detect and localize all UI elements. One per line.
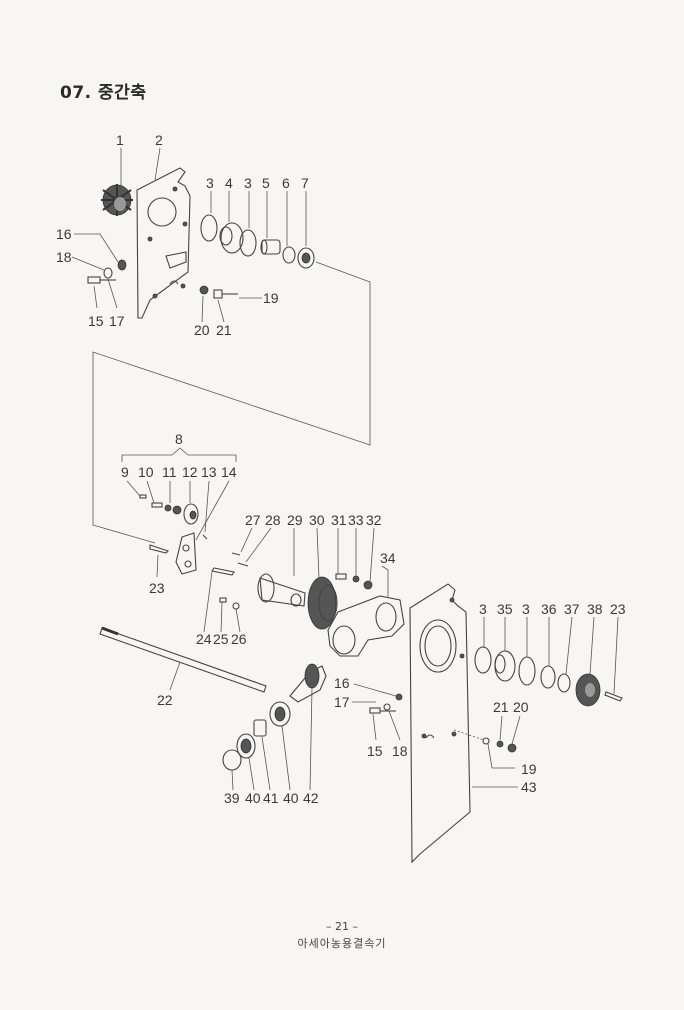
label-part-28: 28 xyxy=(265,512,281,528)
parts-35-38 xyxy=(474,646,623,707)
leader-lines-right xyxy=(352,616,619,788)
label-part-3c: 3 xyxy=(479,601,487,617)
label-part-39: 39 xyxy=(224,790,240,806)
label-part-3d: 3 xyxy=(522,601,530,617)
parts-24-33 xyxy=(211,552,405,657)
bearing-stack-upper xyxy=(200,214,315,269)
label-part-1: 1 xyxy=(116,132,124,148)
label-part-30: 30 xyxy=(309,512,325,528)
label-part-12: 12 xyxy=(182,464,198,480)
part-number-labels: 1 2 3 4 3 5 6 7 16 18 15 17 20 21 19 8 9… xyxy=(56,132,626,806)
label-part-32: 32 xyxy=(366,512,382,528)
leader-lines-middle xyxy=(126,480,230,578)
label-part-35: 35 xyxy=(497,601,513,617)
label-part-40b: 40 xyxy=(283,790,299,806)
part-2-plate xyxy=(136,167,191,319)
label-part-11: 11 xyxy=(162,464,177,480)
label-part-42: 42 xyxy=(303,790,319,806)
label-part-23a: 23 xyxy=(149,580,165,596)
label-part-25: 25 xyxy=(213,631,229,647)
part-22-shaft xyxy=(99,626,267,693)
label-part-17b: 17 xyxy=(334,694,350,710)
label-part-33: 33 xyxy=(348,512,364,528)
label-part-31: 31 xyxy=(331,512,347,528)
label-part-15b: 15 xyxy=(367,743,383,759)
part-1-gear xyxy=(101,184,133,216)
label-part-23b: 23 xyxy=(610,601,626,617)
label-part-8: 8 xyxy=(175,431,183,447)
label-part-37: 37 xyxy=(564,601,580,617)
label-part-3b: 3 xyxy=(244,175,252,191)
label-part-29: 29 xyxy=(287,512,303,528)
label-part-17a: 17 xyxy=(109,313,125,329)
label-part-6: 6 xyxy=(282,175,290,191)
label-part-19b: 19 xyxy=(521,761,537,777)
label-part-43: 43 xyxy=(521,779,537,795)
label-part-16b: 16 xyxy=(334,675,350,691)
label-part-27: 27 xyxy=(245,512,261,528)
page-footer: – 21 – 아세아농용결속기 xyxy=(0,920,684,951)
label-part-10: 10 xyxy=(138,464,154,480)
label-part-26: 26 xyxy=(231,631,247,647)
label-part-7: 7 xyxy=(301,175,309,191)
parts-9-14 xyxy=(139,494,208,575)
label-part-18a: 18 xyxy=(56,249,72,265)
label-part-9: 9 xyxy=(121,464,129,480)
label-part-15a: 15 xyxy=(88,313,104,329)
bracket-8 xyxy=(121,447,237,462)
label-part-3a: 3 xyxy=(206,175,214,191)
parts-39-42 xyxy=(222,663,327,771)
label-part-20a: 20 xyxy=(194,322,210,338)
label-part-34: 34 xyxy=(380,550,396,566)
leader-lines-upper xyxy=(71,147,371,544)
label-part-16a: 16 xyxy=(56,226,72,242)
part-43-plate xyxy=(409,583,471,864)
label-part-22: 22 xyxy=(157,692,173,708)
label-part-5: 5 xyxy=(262,175,270,191)
label-part-21a: 21 xyxy=(216,322,232,338)
label-part-36: 36 xyxy=(541,601,557,617)
label-part-18b: 18 xyxy=(392,743,408,759)
leader-lines-bevel xyxy=(203,527,389,633)
leader-lines-lower-left xyxy=(231,687,313,791)
label-part-38: 38 xyxy=(587,601,603,617)
label-part-13: 13 xyxy=(201,464,217,480)
label-part-41: 41 xyxy=(263,790,279,806)
label-part-19a: 19 xyxy=(263,290,279,306)
book-title: 아세아농용결속기 xyxy=(297,937,387,950)
section-title: 07. 중간축 xyxy=(60,83,147,103)
label-part-14: 14 xyxy=(221,464,237,480)
label-part-2: 2 xyxy=(155,132,163,148)
label-part-21b: 21 xyxy=(493,699,509,715)
fasteners-lower-right xyxy=(369,693,517,753)
label-part-4: 4 xyxy=(225,175,233,191)
label-part-40a: 40 xyxy=(245,790,261,806)
fasteners-upper-left xyxy=(87,259,238,299)
page-number: – 21 – xyxy=(326,920,358,933)
label-part-20b: 20 xyxy=(513,699,529,715)
label-part-24: 24 xyxy=(196,631,212,647)
